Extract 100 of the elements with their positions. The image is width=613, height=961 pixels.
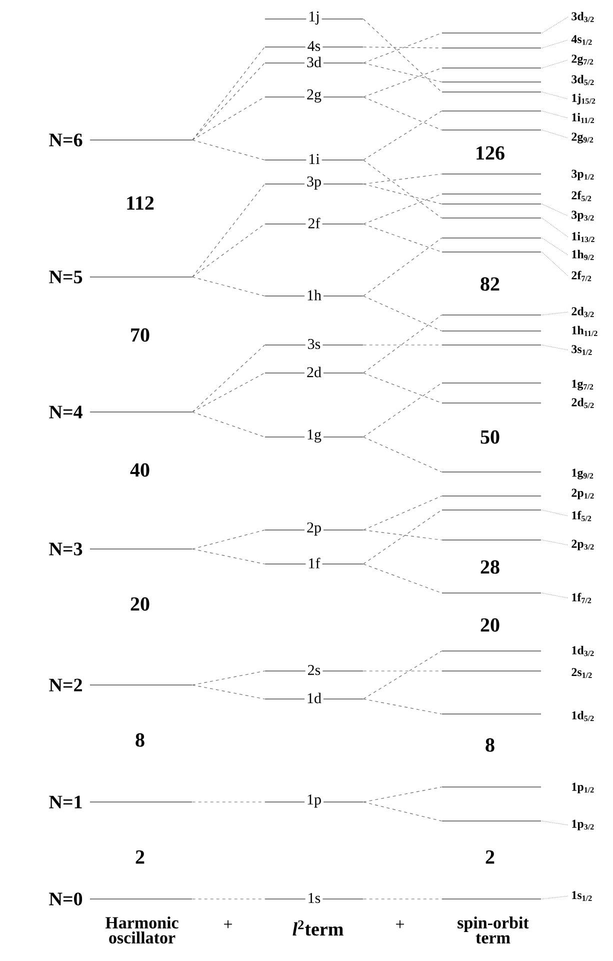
dashed-line: [192, 372, 265, 412]
dashed-line: [363, 372, 442, 404]
energy-level: 1p: [264, 792, 364, 810]
column-heading: spin-orbit term: [458, 916, 529, 944]
magic-number: 8: [136, 733, 144, 747]
node-label: 2f: [308, 218, 320, 228]
energy-level: N=3: [49, 542, 192, 556]
energy-level: N=5: [49, 270, 192, 284]
dashed-line: [363, 436, 442, 472]
energy-level: 4s: [264, 39, 364, 53]
dashed-line: [192, 684, 265, 700]
energy-level: 2g: [264, 87, 364, 105]
dashed-line: [192, 548, 265, 564]
energy-level: 2d$_{3/2}$: [442, 306, 594, 318]
energy-level: 3s: [264, 336, 364, 352]
energy-level: 1j: [264, 9, 364, 27]
dashed-line: [192, 96, 265, 140]
energy-level: 2f$_{5/2}$: [442, 190, 592, 202]
energy-level: N=6: [49, 134, 192, 146]
dashed-line: [363, 510, 442, 564]
energy-level: 1h: [264, 288, 364, 302]
magic-number: 50: [480, 430, 500, 444]
dashed-line: [363, 184, 442, 204]
energy-level: 1f$_{7/2}$: [442, 592, 592, 604]
magic-number: 2: [136, 850, 144, 864]
node-label: 1f: [309, 558, 320, 568]
dashed-line: [192, 344, 265, 412]
plus-sign: +: [396, 920, 404, 928]
energy-level: 1f: [264, 556, 364, 570]
dashed-line: [363, 110, 442, 160]
node-label: 1g: [308, 429, 322, 443]
energy-level: 3d$_{5/2}$: [442, 74, 594, 86]
dashed-line: [363, 296, 442, 332]
dashed-line: [363, 18, 442, 92]
energy-level: 1s: [264, 891, 364, 906]
node-label: 1h: [308, 290, 322, 300]
dashed-line: [192, 670, 265, 686]
energy-level: 2d$_{5/2}$: [442, 398, 594, 408]
magic-number: 20: [130, 597, 150, 611]
magic-number: 8: [486, 738, 494, 752]
node-label: 2s: [308, 664, 320, 676]
dashed-line: [192, 898, 265, 900]
dashed-line: [363, 382, 442, 438]
node-label: 2p: [307, 522, 321, 536]
node-label: 3d: [307, 56, 322, 68]
dashed-line: [192, 530, 265, 550]
dashed-line: [192, 412, 265, 438]
energy-level: 2g$_{7/2}$: [442, 54, 594, 68]
magic-number: 70: [131, 328, 150, 342]
energy-level: N=0: [49, 892, 192, 906]
energy-level: 3d: [264, 54, 364, 70]
magic-number: 126: [476, 146, 504, 160]
energy-level: 2d: [264, 364, 364, 380]
energy-level: 1g$_{7/2}$: [442, 380, 594, 390]
energy-level: 2g$_{9/2}$: [442, 130, 594, 144]
dashed-line: [363, 898, 442, 900]
energy-level: N=2: [49, 678, 192, 692]
dashed-line: [363, 530, 442, 540]
dashed-line: [192, 62, 265, 140]
dashed-line: [363, 174, 442, 184]
dashed-line: [363, 314, 442, 374]
energy-level: 3p$_{3/2}$: [442, 204, 594, 222]
node-label: 3s: [308, 338, 320, 350]
energy-level: 3d$_{3/2}$: [442, 12, 594, 34]
dashed-line: [363, 96, 442, 130]
dashed-line: [363, 224, 442, 252]
energy-level: 1p$_{1/2}$: [442, 782, 594, 794]
dashed-line: [363, 650, 442, 700]
energy-level: 2p$_{1/2}$: [442, 488, 594, 500]
dashed-line: [363, 344, 442, 346]
energy-level: 1d: [264, 690, 364, 706]
node-label: 1d: [308, 692, 322, 704]
dashed-line: [192, 224, 265, 278]
node-label: 2d: [307, 366, 322, 378]
magic-number: 82: [480, 277, 500, 291]
dashed-line: [363, 68, 442, 98]
node-label: 1s: [308, 892, 320, 904]
energy-level: 1s$_{1/2}$: [442, 891, 592, 901]
dashed-line: [363, 46, 442, 48]
energy-level: 2s: [264, 662, 364, 678]
plus-sign: +: [224, 920, 232, 928]
dashed-line: [363, 564, 442, 594]
energy-level: 4s$_{1/2}$: [442, 35, 592, 48]
energy-level: 1f$_{5/2}$: [442, 510, 592, 522]
dashed-line: [192, 276, 265, 296]
energy-level: 3p$_{1/2}$: [442, 170, 594, 180]
dashed-line: [363, 786, 442, 802]
energy-level: 2p$_{3/2}$: [442, 540, 594, 550]
energy-level: N=4: [49, 406, 192, 418]
dashed-line: [363, 32, 442, 64]
dashed-line: [192, 140, 265, 160]
dashed-line: [192, 184, 265, 278]
energy-level: 1h$_{11/2}$: [442, 326, 598, 336]
energy-level: 1g$_{9/2}$: [442, 468, 594, 480]
dashed-line: [363, 160, 442, 218]
node-label: 4s: [308, 41, 320, 52]
node-label: 1i: [309, 154, 320, 164]
magic-number: 112: [127, 196, 154, 210]
energy-level: 1j$_{15/2}$: [442, 92, 596, 104]
energy-level: 1i: [264, 152, 364, 166]
